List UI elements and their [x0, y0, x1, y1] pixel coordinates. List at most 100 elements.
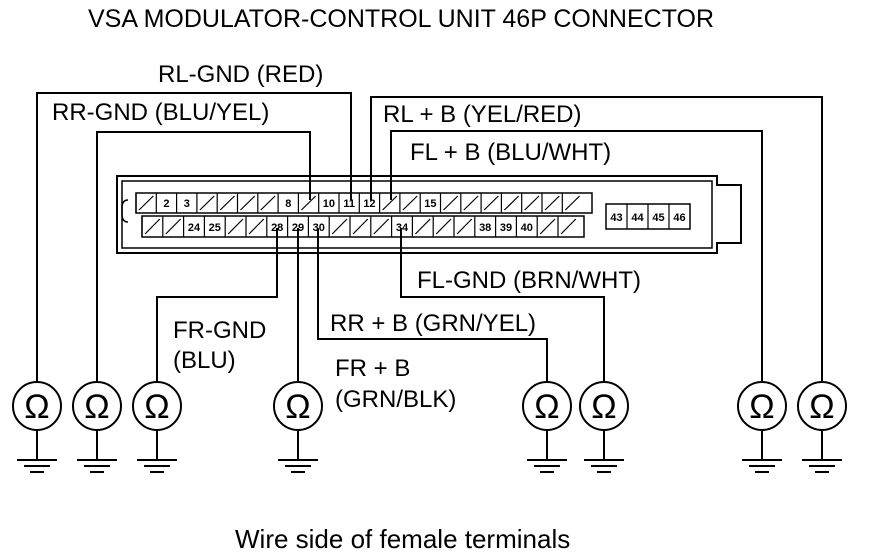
pin-cell: [480, 193, 499, 213]
ground-icon: [278, 459, 318, 473]
pin-cell: 38: [474, 216, 491, 237]
pin-label: 3: [184, 198, 190, 210]
pin-cell: [245, 216, 265, 237]
pin-cell: 46: [668, 204, 686, 229]
pin-cell: [439, 193, 459, 213]
pin-cell: [411, 216, 431, 237]
pin-cell: [460, 193, 479, 213]
ohm-icon: Ω: [591, 388, 616, 426]
pin-cell: [521, 193, 540, 213]
label-rl-b: RL + B (YEL/RED): [383, 101, 582, 128]
pin-label: 24: [188, 222, 201, 234]
pin-cell: [236, 193, 256, 213]
pin-cell: [561, 193, 581, 213]
label-rl-gnd: RL-GND (RED): [158, 61, 323, 88]
wiring: [36, 92, 823, 382]
ohm-icon: Ω: [24, 388, 49, 426]
pin-cell: [349, 216, 369, 237]
pin-label: 40: [521, 222, 533, 234]
pin-label: 43: [610, 212, 622, 224]
pin-label: 12: [363, 198, 375, 210]
pin-cell: 2: [155, 193, 170, 213]
pin-cell: [141, 216, 161, 237]
wire-fl-gnd: [400, 228, 605, 382]
pin-label: 11: [343, 198, 355, 210]
label-fr-gnd-color: (BLU): [173, 347, 236, 374]
ohmmeter: Ω: [579, 381, 629, 473]
pin-label: 39: [500, 222, 512, 234]
pin-label: 44: [631, 212, 644, 224]
ohm-icon: Ω: [84, 388, 109, 426]
pin-label: 15: [424, 198, 436, 210]
pin-cell: [370, 216, 390, 237]
pin-label: 25: [209, 222, 221, 234]
ohmmeter: Ω: [522, 381, 572, 473]
ground-icon: [527, 459, 567, 473]
ground-icon: [802, 459, 842, 473]
pin-cell: 43: [610, 212, 622, 224]
pin-label: 2: [163, 198, 169, 210]
pin-cell: [379, 193, 398, 213]
ohm-icon: Ω: [534, 388, 559, 426]
wire-rr-b: [317, 228, 548, 382]
pin-label: 10: [323, 198, 335, 210]
pin-block-right: 43 44 45 46: [610, 204, 686, 229]
pin-cell: [196, 193, 215, 213]
pin-cell: [432, 216, 452, 237]
pin-cell: [399, 193, 418, 213]
pin-cell: 12: [358, 193, 376, 213]
pin-cell: 25: [203, 216, 221, 237]
wire-rl-gnd: [36, 92, 352, 382]
pin-row-upper: 2 3 8 10 11 12 15: [135, 193, 581, 213]
ohm-icon: Ω: [809, 388, 834, 426]
diagram-title: VSA MODULATOR-CONTROL UNIT 46P CONNECTOR: [88, 5, 714, 33]
label-fr-gnd: FR-GND: [173, 317, 266, 344]
pin-cell: 11: [338, 193, 355, 213]
pin-cell: [162, 216, 182, 237]
pin-cell: [453, 216, 473, 237]
pin-cell: [224, 216, 244, 237]
ohmmeter: Ω: [72, 381, 122, 473]
pin-cell: 15: [419, 193, 436, 213]
pin-cell: [328, 216, 348, 237]
pin-label: 38: [479, 222, 491, 234]
wire-rr-gnd: [96, 131, 311, 382]
pin-label: 45: [652, 212, 664, 224]
diagram-caption: Wire side of female terminals: [235, 524, 570, 554]
ground-icon: [137, 459, 177, 473]
wire-rl-b: [370, 96, 823, 382]
ground-icon: [584, 459, 624, 473]
label-fl-b: FL + B (BLU/WHT): [410, 139, 611, 166]
pin-cell: 8: [277, 193, 291, 213]
pin-cell: 44: [626, 204, 644, 229]
wire-fl-b: [390, 130, 763, 382]
ohmmeter: Ω: [737, 381, 787, 473]
pin-cell: [536, 216, 556, 237]
ohm-icon: Ω: [749, 388, 774, 426]
pin-cell: [541, 193, 560, 213]
pin-cell: [135, 193, 154, 213]
ground-icon: [77, 459, 117, 473]
pin-cell: [500, 193, 520, 213]
pin-label: 46: [673, 212, 685, 224]
ohmmeter: Ω: [12, 381, 62, 473]
pin-label: 8: [285, 198, 291, 210]
pin-cell: 3: [176, 193, 190, 213]
pin-cell: 34: [391, 216, 409, 237]
ground-icon: [17, 459, 57, 473]
ohm-icon: Ω: [144, 388, 169, 426]
pin-cell: 45: [647, 204, 665, 229]
label-fr-b-color: (GRN/BLK): [335, 386, 456, 413]
ohmmeter: Ω: [273, 381, 323, 473]
pin-cell: [557, 216, 577, 237]
ohm-icon: Ω: [285, 388, 310, 426]
pin-cell: 40: [515, 216, 533, 237]
label-rr-gnd: RR-GND (BLU/YEL): [52, 99, 269, 126]
pin-cell: 24: [183, 216, 201, 237]
pin-cell: 39: [495, 216, 512, 237]
pin-cell: 10: [318, 193, 335, 213]
label-rr-b: RR + B (GRN/YEL): [330, 310, 536, 337]
